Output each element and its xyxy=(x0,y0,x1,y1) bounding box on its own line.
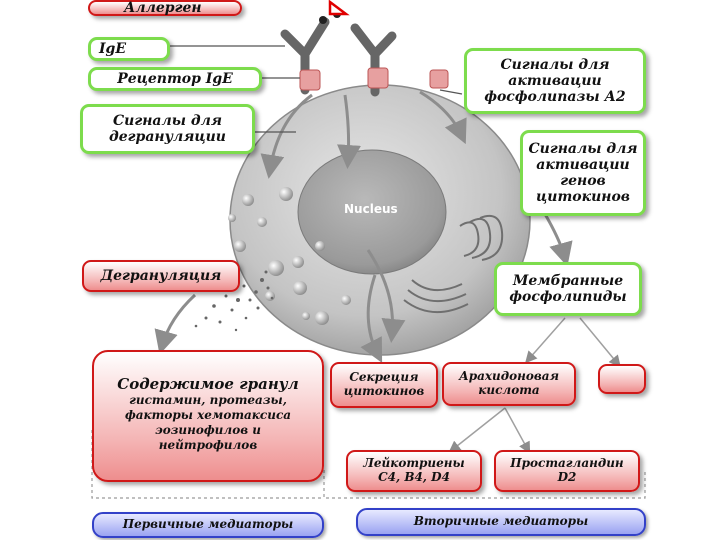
cytokine-secretion-label: Секреция цитокинов xyxy=(330,362,438,408)
cytokine-secretion-text: Секреция цитокинов xyxy=(343,370,425,398)
secondary-mediators-label: Вторичные медиаторы xyxy=(356,508,646,536)
secondary-bracket xyxy=(323,470,646,499)
pla2-signals-text: Сигналы для активации фосфолипазы А2 xyxy=(484,56,626,106)
internal-arrows xyxy=(260,90,467,364)
primary-mediators-text: Первичные медиаторы xyxy=(122,517,294,532)
nucleus xyxy=(297,149,447,275)
primary-bracket xyxy=(91,430,324,499)
degranulation-signals-text: Сигналы для дегрануляции xyxy=(109,112,226,145)
allergen-text: Аллерген xyxy=(124,0,202,16)
golgi-apparatus xyxy=(403,214,504,314)
secondary-mediators-text: Вторичные медиаторы xyxy=(413,514,589,529)
ige-text: IgE xyxy=(99,40,127,57)
branch-lines xyxy=(448,317,621,454)
unlabeled-red-box xyxy=(598,364,646,394)
released-granules xyxy=(194,270,274,332)
granule-contents-detail: гистамин, протеазы, факторы хемотаксиса … xyxy=(124,393,292,453)
leukotrienes-label: Лейкотриены C4, B4, D4 xyxy=(346,450,482,492)
receptor-label: Рецептор IgE xyxy=(88,67,262,91)
granule-contents-box: Содержимое гранул гистамин, протеазы, фа… xyxy=(92,350,324,482)
arachidonic-acid-text: Арахидоновая кислота xyxy=(458,369,560,397)
prostaglandin-text: Простагландин D2 xyxy=(510,456,624,484)
degranulation-text: Дегрануляция xyxy=(100,267,222,284)
allergen-label: Аллерген xyxy=(88,0,242,16)
leukotrienes-text: Лейкотриены C4, B4, D4 xyxy=(363,456,465,484)
pointer-lines xyxy=(170,45,463,133)
pla2-signals-label: Сигналы для активации фосфолипазы А2 xyxy=(464,48,646,114)
allergen-icon xyxy=(328,0,350,16)
primary-mediators-label: Первичные медиаторы xyxy=(92,512,324,538)
granules xyxy=(228,187,351,325)
prostaglandin-label: Простагландин D2 xyxy=(494,450,640,492)
external-arrows xyxy=(154,213,573,355)
cytokine-gene-signals-label: Сигналы для активации генов цитокинов xyxy=(520,130,646,216)
degranulation-signals-label: Сигналы для дегрануляции xyxy=(80,104,255,154)
granule-contents-title: Содержимое гранул xyxy=(117,375,299,393)
ige-antibodies xyxy=(280,10,449,97)
membrane-phospholipids-label: Мембранные фосфолипиды xyxy=(494,262,642,316)
receptor-text: Рецептор IgE xyxy=(117,70,233,87)
ige-label: IgE xyxy=(88,37,170,61)
cytokine-gene-signals-text: Сигналы для активации генов цитокинов xyxy=(528,140,638,206)
nucleus-label: Nucleus xyxy=(344,202,398,216)
arachidonic-acid-label: Арахидоновая кислота xyxy=(442,362,576,406)
membrane-phospholipids-text: Мембранные фосфолипиды xyxy=(509,272,627,305)
degranulation-label: Дегрануляция xyxy=(82,260,240,292)
